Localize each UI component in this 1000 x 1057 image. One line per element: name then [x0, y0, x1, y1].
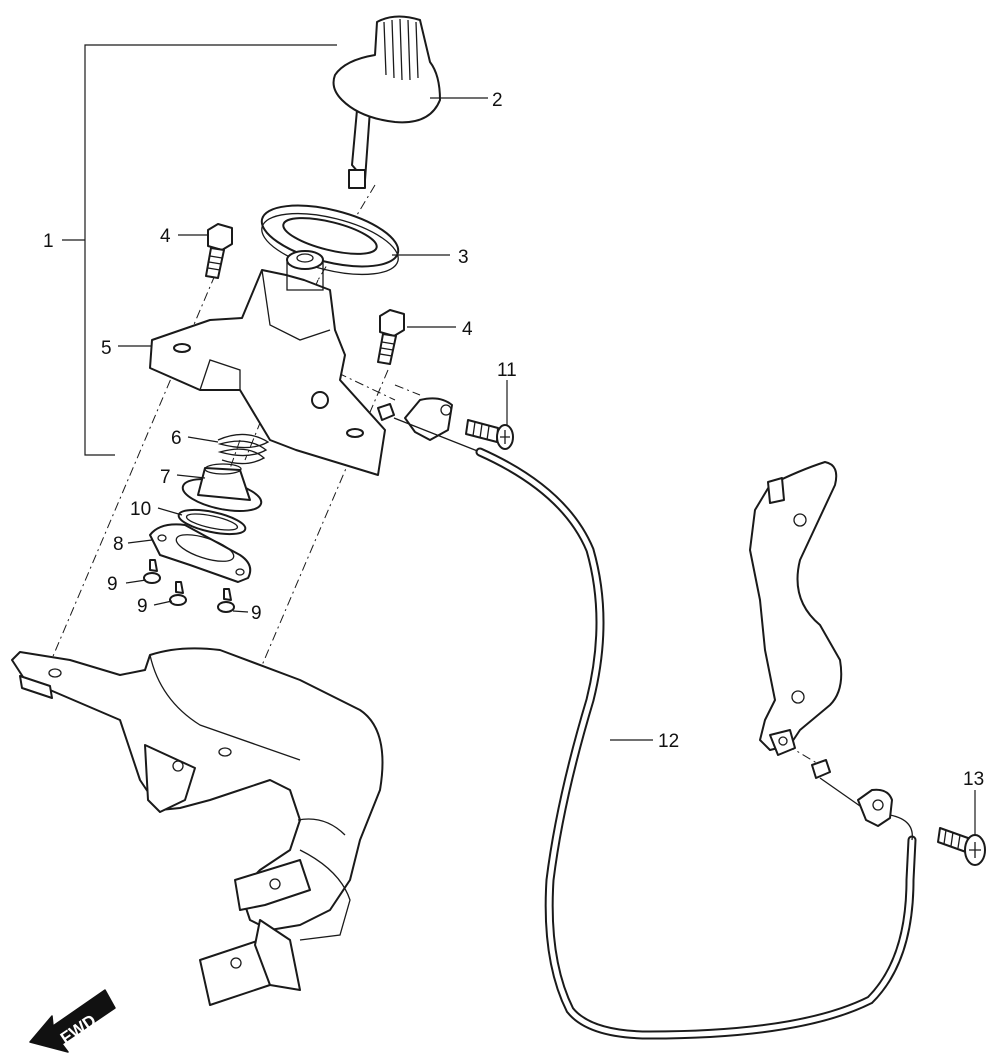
screw-part-9-b [169, 581, 187, 606]
frame-bracket [11, 647, 384, 1006]
callout-13: 13 [963, 769, 984, 790]
cable-part-12 [377, 397, 917, 1040]
callouts: 1 2 3 4 4 5 6 7 10 8 9 9 9 11 12 13 [43, 90, 984, 790]
callout-2: 2 [492, 90, 503, 111]
bolt-part-4-left [205, 223, 233, 279]
cover-plate-part-8 [149, 523, 252, 583]
seal-ring-part-3 [260, 204, 400, 276]
callout-4-right: 4 [462, 319, 473, 340]
callout-4-left: 4 [160, 226, 171, 247]
callout-9-b: 9 [137, 596, 148, 617]
callout-6: 6 [171, 428, 182, 449]
o-ring-part-10 [177, 508, 247, 536]
screw-part-9-c [217, 588, 235, 613]
bolt-part-4-right [377, 309, 405, 365]
callout-9-a: 9 [107, 574, 118, 595]
screw-part-13 [937, 827, 986, 866]
callout-3: 3 [458, 247, 469, 268]
assembly-bracket-1 [62, 44, 337, 456]
callout-9-c: 9 [251, 603, 262, 624]
leader-lines [118, 97, 976, 835]
callout-11: 11 [497, 360, 517, 381]
lever-bracket [749, 461, 843, 756]
callout-8: 8 [113, 534, 124, 555]
lock-housing-part-5 [149, 250, 386, 476]
fwd-arrow-icon: FWD [29, 989, 116, 1053]
knob-part-2 [332, 15, 441, 189]
screw-part-9-a [143, 559, 161, 584]
callout-1: 1 [43, 231, 54, 252]
callout-7: 7 [160, 467, 171, 488]
callout-10: 10 [130, 499, 151, 520]
bushing-part-7 [181, 463, 263, 513]
spring-part-6 [217, 433, 270, 465]
callout-12: 12 [658, 731, 679, 752]
callout-5: 5 [101, 338, 112, 359]
screw-part-11 [465, 419, 514, 450]
